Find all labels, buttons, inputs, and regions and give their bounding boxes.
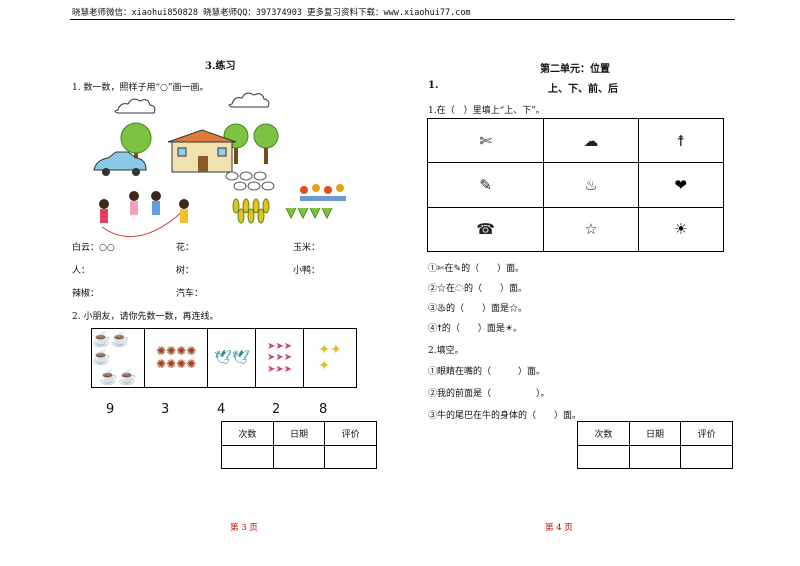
page-header: 晓慧老师微信：xiaohui850828 晓慧老师QQ：397374903 更多…	[72, 8, 471, 18]
fill-blank-3: ③♨的（ ）面是☆。	[428, 304, 528, 314]
counting-scene-illustration	[93, 92, 346, 238]
fill-blank-7: ③牛的尾巴在牛的身体的（ ）面。	[428, 411, 582, 421]
record-header-times: 次数	[577, 421, 630, 446]
lighthouse-icon: ☨	[637, 117, 725, 164]
record-header-times: 次数	[221, 421, 274, 446]
right-q1: 1.在（ ）里填上“上、下”。	[428, 106, 545, 116]
cup-icon: ☕☕☕	[92, 330, 130, 366]
fill-blank-6: ②我的前面是（ ）。	[428, 389, 550, 399]
section-number: 1.	[428, 80, 439, 91]
number-4: 4	[217, 402, 226, 417]
record-header-rating: 评价	[680, 421, 733, 446]
cloud-icon	[114, 92, 270, 114]
left-q2: 2. 小朋友，请你先数一数，再连线。	[72, 312, 219, 322]
fill-blank-1: ①✄在✎的（ ）面。	[428, 264, 525, 274]
fill-blank-5: ①眼睛在嘴的（ ）面。	[428, 367, 546, 377]
label-cloud: 白云：○○	[72, 243, 115, 253]
hot-spring-icon: ♨	[543, 162, 639, 208]
scissors-icon: ✄	[426, 117, 545, 164]
pencil-icon: ✎	[426, 162, 545, 208]
fill-blank-4: ④☨的（ ）面是☀。	[428, 324, 522, 334]
fish-cell: ➤➤➤➤➤➤➤➤➤	[256, 329, 304, 387]
label-pepper: 辣椒：	[72, 289, 100, 299]
corn-icon	[232, 198, 270, 224]
label-car: 汽车：	[176, 289, 204, 299]
record-header-date: 日期	[272, 421, 326, 446]
number-3: 3	[161, 402, 170, 417]
house-icon	[167, 129, 237, 173]
telephone-icon: ☎	[426, 206, 545, 253]
record-cell[interactable]	[324, 445, 377, 469]
right-q2: 2.填空。	[428, 346, 464, 356]
star-icon: ☆	[543, 206, 639, 253]
section-title: 上、下、前、后	[548, 84, 618, 95]
record-cell[interactable]	[272, 445, 326, 469]
children-icon	[99, 191, 189, 238]
chick-icon: ✦✦✦	[318, 342, 342, 374]
label-people: 人：	[72, 266, 91, 276]
record-cell[interactable]	[221, 445, 274, 469]
left-title: 3.练习	[205, 61, 236, 72]
chicks-cell: ✦✦✦	[304, 329, 356, 387]
fish-icon: ➤➤➤➤➤➤➤➤➤	[267, 340, 293, 375]
page-number-right: 第 4 页	[545, 523, 573, 533]
fill-blank-2: ②☆在☁的（ ）面。	[428, 284, 528, 294]
page-number-left: 第 3 页	[230, 523, 258, 533]
left-record-table: 次数 日期 评价	[221, 421, 377, 469]
counting-strip: ☕☕☕ ☕☕ ✺✺✺✺✺✺✺✺ 🕊🕊 ➤➤➤➤➤➤➤➤➤ ✦✦✦	[91, 328, 357, 388]
number-2: 2	[272, 402, 281, 417]
crabs-cell: ✺✺✺✺✺✺✺✺	[145, 329, 209, 387]
number-9: 9	[106, 402, 115, 417]
record-header-rating: 评价	[324, 421, 377, 446]
duck-icon	[225, 171, 275, 191]
header-rule	[70, 19, 735, 20]
cup-icon: ☕☕	[99, 368, 137, 386]
record-cell[interactable]	[680, 445, 733, 469]
bird-icon: 🕊🕊	[214, 350, 250, 366]
sun-icon: ☀	[637, 206, 725, 253]
number-8: 8	[319, 402, 328, 417]
cups-cell: ☕☕☕ ☕☕	[92, 329, 145, 387]
crab-icon: ✺✺✺✺✺✺✺✺	[156, 343, 197, 371]
symbol-grid: ✄ ☁ ☨ ✎ ♨ ❤ ☎ ☆ ☀	[426, 117, 725, 253]
car-icon	[93, 151, 147, 176]
right-record-table: 次数 日期 评价	[577, 421, 733, 469]
unit-title: 第二单元：位置	[540, 64, 610, 75]
heart-icon: ❤	[637, 162, 725, 208]
label-corn: 玉米：	[293, 243, 321, 253]
pepper-icon	[285, 207, 333, 220]
label-tree: 树：	[176, 266, 195, 276]
record-header-date: 日期	[628, 421, 682, 446]
record-cell[interactable]	[577, 445, 630, 469]
cloud-icon: ☁	[543, 117, 639, 164]
label-duck: 小鸭：	[293, 266, 321, 276]
flower-icon	[300, 184, 346, 201]
record-cell[interactable]	[628, 445, 682, 469]
label-flower: 花：	[176, 243, 195, 253]
birds-cell: 🕊🕊	[208, 329, 257, 387]
left-q1: 1. 数一数，照样子用“○”画一画。	[72, 83, 209, 93]
